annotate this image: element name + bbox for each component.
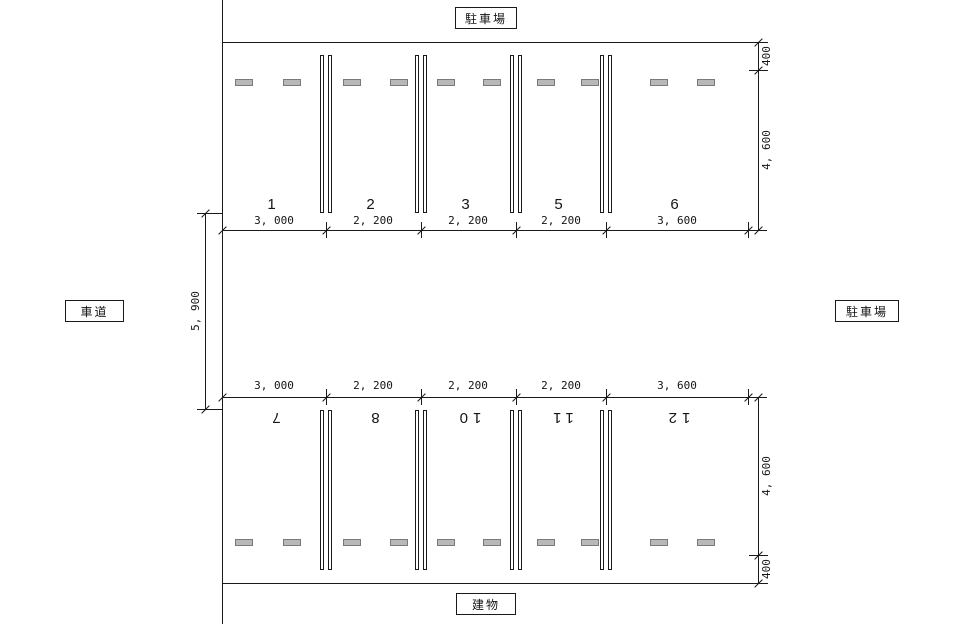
wheel-stop: [437, 539, 455, 546]
stall-number: 10: [454, 409, 482, 426]
aisle-dimension-line: [205, 213, 206, 409]
stall-number: 8: [366, 409, 380, 426]
stall-width-dimension: 3, 600: [657, 214, 697, 227]
dim-boundary-stub: [748, 389, 749, 405]
stall-divider: [600, 55, 612, 213]
divider-bar: [608, 55, 612, 213]
divider-bar: [518, 55, 522, 213]
wheel-stop: [697, 539, 715, 546]
stall-divider: [320, 410, 332, 570]
stall-width-dimension: 2, 200: [448, 214, 488, 227]
dim-boundary-stub: [748, 222, 749, 238]
divider-bar: [600, 410, 604, 570]
wheel-stop: [697, 79, 715, 86]
building-label: 建物: [456, 593, 516, 615]
stall-width-dimension: 3, 000: [254, 214, 294, 227]
wheel-stop: [581, 539, 599, 546]
bottom-depth-dimension-line: [758, 397, 759, 583]
parking-area-label-right: 駐車場: [835, 300, 899, 322]
wheel-stop: [483, 79, 501, 86]
stall-number: 1: [267, 196, 281, 213]
dim-boundary-stub: [606, 389, 607, 405]
roadway-label: 車道: [65, 300, 124, 322]
divider-bar: [415, 55, 419, 213]
divider-bar: [600, 55, 604, 213]
top-width-dimension-line: [222, 230, 767, 231]
wheel-stop: [235, 539, 253, 546]
stall-divider: [415, 55, 427, 213]
stall-width-dimension: 2, 200: [353, 214, 393, 227]
top-boundary-line: [222, 42, 768, 43]
bottom-width-dimension-line: [222, 397, 767, 398]
stall-divider: [510, 55, 522, 213]
stall-width-dimension: 2, 200: [448, 379, 488, 392]
bottom-depth-dimension: 4, 600: [760, 456, 773, 496]
divider-bar: [510, 410, 514, 570]
bottom-boundary-line: [222, 583, 768, 584]
dim-boundary-stub: [326, 222, 327, 238]
dim-boundary-stub: [421, 389, 422, 405]
wheel-stop: [343, 79, 361, 86]
wheel-stop: [283, 79, 301, 86]
dim-boundary-stub: [326, 389, 327, 405]
divider-bar: [328, 55, 332, 213]
stall-number: 7: [267, 409, 281, 426]
stall-width-dimension: 2, 200: [353, 379, 393, 392]
stall-divider: [415, 410, 427, 570]
divider-bar: [608, 410, 612, 570]
wheel-stop: [650, 539, 668, 546]
aisle-extension-line-bottom: [197, 409, 223, 410]
wheel-stop: [390, 79, 408, 86]
top-clearance-dimension: 400: [760, 46, 773, 66]
divider-bar: [320, 410, 324, 570]
aisle-extension-line-top: [197, 213, 223, 214]
wheel-stop: [235, 79, 253, 86]
dim-boundary-stub: [421, 222, 422, 238]
stall-width-dimension: 2, 200: [541, 214, 581, 227]
divider-bar: [423, 410, 427, 570]
wheel-stop: [483, 539, 501, 546]
stall-width-dimension: 2, 200: [541, 379, 581, 392]
stall-number: 12: [663, 409, 691, 426]
divider-bar: [518, 410, 522, 570]
wheel-stop: [283, 539, 301, 546]
stall-divider: [510, 410, 522, 570]
stall-number: 11: [548, 409, 574, 426]
top-depth-dimension: 4, 600: [760, 130, 773, 170]
stall-divider: [600, 410, 612, 570]
bottom-clearance-dimension: 400: [760, 559, 773, 579]
stall-width-dimension: 3, 600: [657, 379, 697, 392]
stall-number: 6: [670, 196, 684, 213]
stall-number: 5: [554, 196, 568, 213]
left-boundary-line: [222, 0, 223, 624]
wheel-stop: [537, 79, 555, 86]
stall-width-dimension: 3, 000: [254, 379, 294, 392]
divider-bar: [415, 410, 419, 570]
stall-number: 2: [366, 196, 380, 213]
wheel-stop: [343, 539, 361, 546]
wheel-stop: [650, 79, 668, 86]
wheel-stop: [437, 79, 455, 86]
dim-boundary-stub: [516, 222, 517, 238]
top-depth-dimension-line: [758, 42, 759, 230]
divider-bar: [510, 55, 514, 213]
dim-boundary-stub: [606, 222, 607, 238]
stall-divider: [320, 55, 332, 213]
wheel-stop: [537, 539, 555, 546]
divider-bar: [328, 410, 332, 570]
divider-bar: [423, 55, 427, 213]
stall-number: 3: [461, 196, 475, 213]
wheel-stop: [581, 79, 599, 86]
dim-boundary-stub: [516, 389, 517, 405]
aisle-width-dimension: 5, 900: [189, 291, 202, 331]
wheel-stop: [390, 539, 408, 546]
divider-bar: [320, 55, 324, 213]
parking-area-label-top: 駐車場: [455, 7, 517, 29]
